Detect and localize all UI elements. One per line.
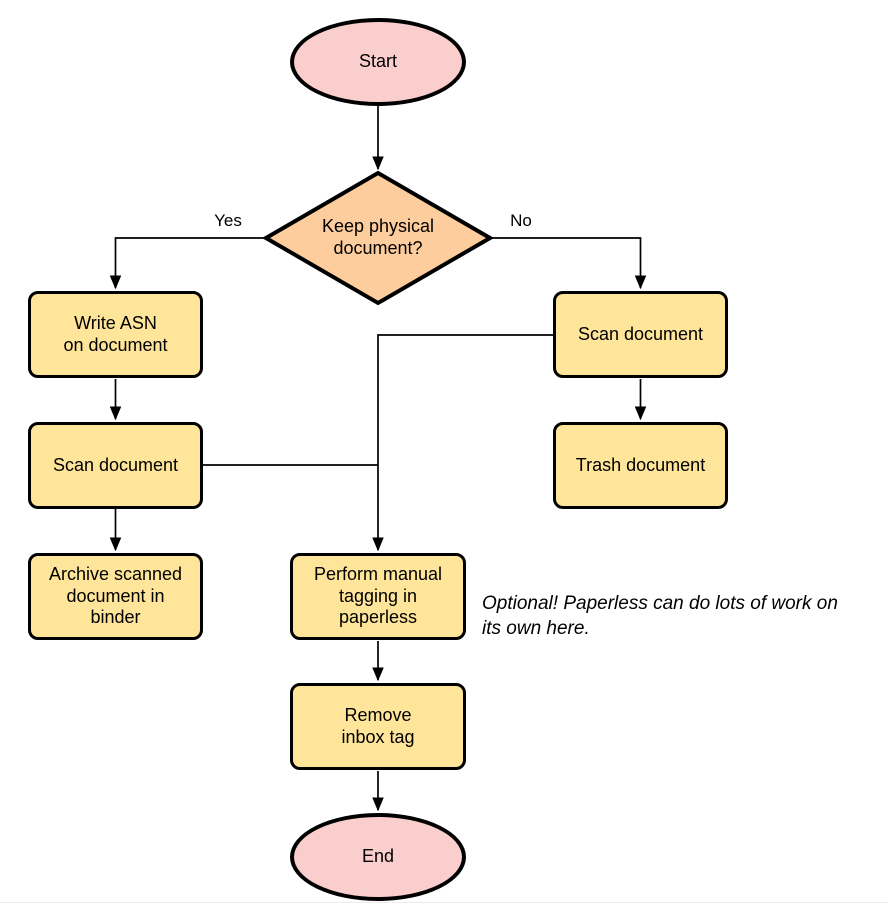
node-remove-inbox-tag-label: Remove inbox tag <box>341 704 415 747</box>
node-start-label: Start <box>358 51 397 72</box>
node-end: End <box>290 813 466 901</box>
node-remove-inbox-tag: Remove inbox tag <box>290 683 466 770</box>
node-manual-tagging-label: Perform manual tagging in paperless <box>313 563 443 628</box>
node-manual-tagging: Perform manual tagging in paperless <box>290 553 466 640</box>
node-scan-document-right: Scan document <box>553 291 728 378</box>
node-trash-document: Trash document <box>553 422 728 509</box>
edge-decision-yes <box>116 237 266 288</box>
edge-scanright-tagging <box>378 334 553 550</box>
node-start: Start <box>290 18 466 106</box>
node-write-asn: Write ASN on document <box>28 291 203 378</box>
node-scan-document-left-label: Scan document <box>52 454 179 475</box>
node-decision: Keep physical document? <box>263 170 493 306</box>
bottom-divider <box>0 902 888 903</box>
node-decision-label: Keep physical document? <box>321 216 435 258</box>
node-end-label: End <box>361 846 395 867</box>
edge-label-no: No <box>510 211 532 230</box>
node-write-asn-label: Write ASN on document <box>63 312 168 355</box>
node-trash-document-label: Trash document <box>575 454 706 475</box>
edge-decision-no <box>490 237 641 288</box>
node-scan-document-left: Scan document <box>28 422 203 509</box>
edge-label-yes: Yes <box>214 211 242 230</box>
decision-diamond-shape <box>263 170 493 306</box>
node-archive-document: Archive scanned document in binder <box>28 553 203 640</box>
optional-note: Optional! Paperless can do lots of work … <box>482 593 838 639</box>
node-scan-document-right-label: Scan document <box>577 323 704 344</box>
node-archive-document-label: Archive scanned document in binder <box>48 563 183 628</box>
